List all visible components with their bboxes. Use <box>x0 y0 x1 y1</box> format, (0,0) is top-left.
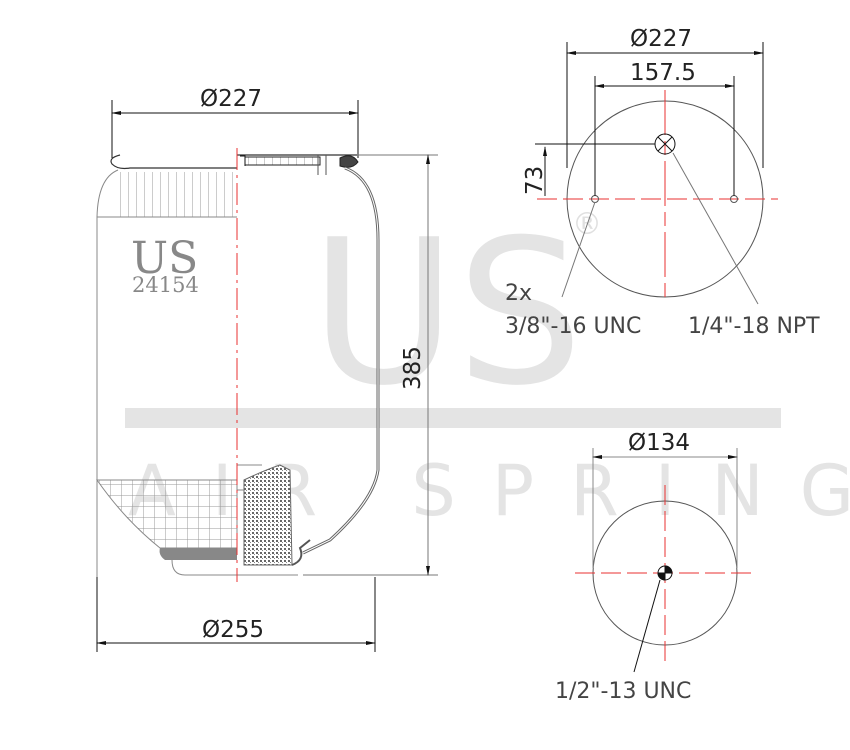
upper-ribbed-area <box>118 172 237 217</box>
top-bead-plate <box>110 154 357 170</box>
piston-thread-label: 1/2"-13 UNC <box>555 679 691 704</box>
brand-label: US <box>131 233 198 284</box>
piston <box>243 464 293 566</box>
top-plate-diameter-label: Ø227 <box>630 26 692 52</box>
piston-bottom-view <box>575 448 752 673</box>
bolt-spacing-label: 157.5 <box>630 60 696 86</box>
stud-count-label: 2x <box>505 281 532 306</box>
part-number: 24154 <box>132 273 199 297</box>
watermark-bar <box>125 408 781 428</box>
watermark-logo: US <box>310 197 583 430</box>
lower-grid-area <box>96 479 238 549</box>
top-plate-view <box>535 42 778 305</box>
offset-label: 73 <box>522 166 548 195</box>
top-diameter-label: Ø227 <box>200 86 262 112</box>
bottom-diameter-label: Ø255 <box>202 617 264 643</box>
height-label: 385 <box>400 346 426 390</box>
piston-diameter-label: Ø134 <box>628 430 690 456</box>
air-fitting-label: 1/4"-18 NPT <box>688 314 820 339</box>
stud-thread-label: 3/8"-16 UNC <box>505 314 641 339</box>
side-view <box>96 100 438 652</box>
